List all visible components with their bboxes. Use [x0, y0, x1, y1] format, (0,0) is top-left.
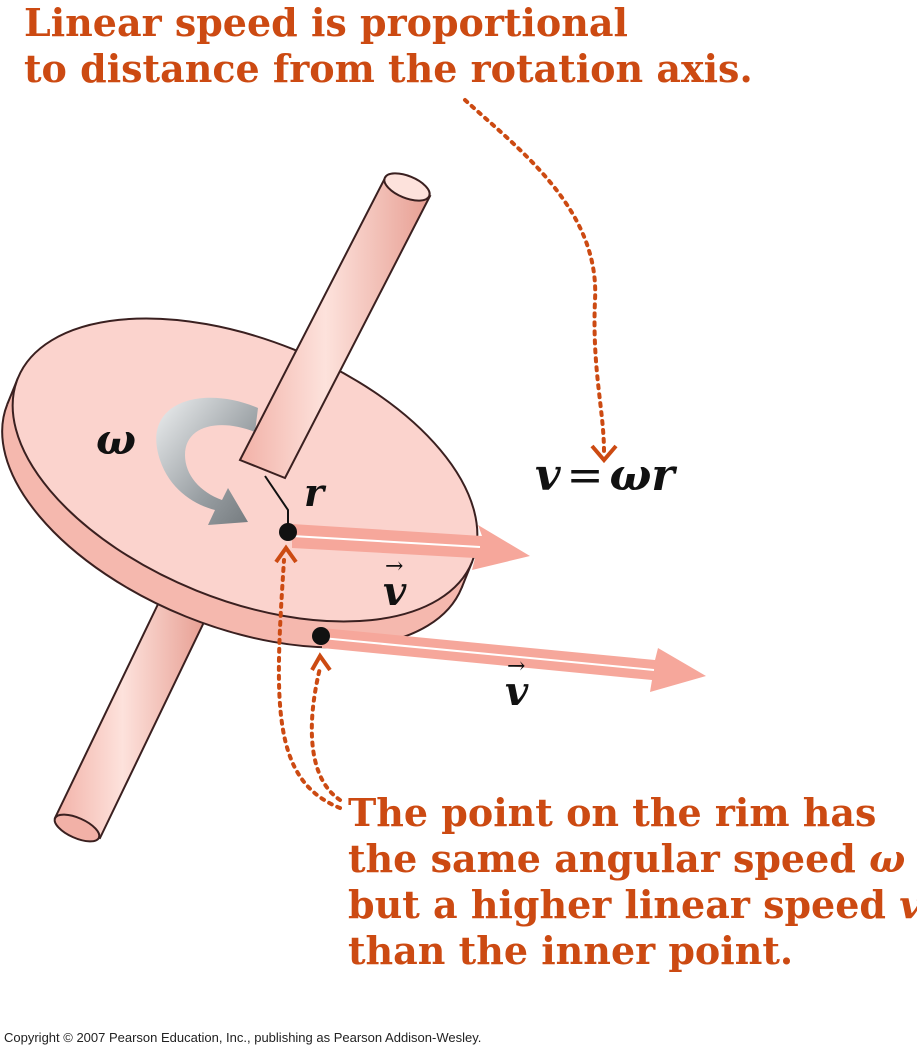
formula-lhs: v	[535, 450, 561, 501]
velocity-label-rim-text: v	[505, 668, 529, 715]
lower-axle	[53, 598, 207, 843]
top-caption-line-1: Linear speed is proportional	[24, 0, 628, 45]
omega-label: ω	[96, 415, 136, 464]
velocity-label-inner: → v	[383, 554, 407, 615]
top-caption-line-2: to distance from the rotation axis.	[24, 46, 753, 91]
bottom-caption-line-3-text: but a higher linear speed	[348, 882, 900, 927]
bottom-caption-line-1: The point on the rim has	[348, 790, 877, 835]
vector-arrow-icon: →	[507, 654, 526, 679]
bottom-caption-line-4: than the inner point.	[348, 928, 794, 973]
bottom-caption-line-2: the same angular speed ω	[348, 836, 917, 882]
rotation-arrow-icon	[156, 397, 258, 525]
velocity-arrow-rim	[321, 628, 706, 692]
formula: v=ωr	[535, 450, 675, 501]
copyright-notice: Copyright © 2007 Pearson Education, Inc.…	[4, 1030, 482, 1045]
omega-symbol: ω	[869, 836, 906, 881]
bottom-caption: The point on the rim has the same angula…	[348, 790, 917, 974]
top-callout-arrow	[463, 98, 618, 464]
formula-equals: =	[566, 450, 604, 501]
bottom-caption-line-3: but a higher linear speed v	[348, 882, 917, 928]
radius-label: r	[304, 470, 325, 515]
v-symbol: v	[899, 882, 917, 927]
velocity-label-rim: → v	[505, 654, 529, 715]
top-caption: Linear speed is proportional to distance…	[24, 0, 753, 92]
bottom-caption-line-2-text: the same angular speed	[348, 836, 870, 881]
velocity-label-inner-text: v	[383, 568, 407, 615]
velocity-arrow-inner	[291, 524, 530, 570]
inner-point	[279, 523, 297, 541]
rim-point	[312, 627, 330, 645]
vector-arrow-icon: →	[385, 554, 404, 579]
upper-axle	[238, 172, 432, 480]
formula-rhs: ωr	[609, 450, 675, 501]
bottom-callout-arrows	[274, 544, 342, 810]
